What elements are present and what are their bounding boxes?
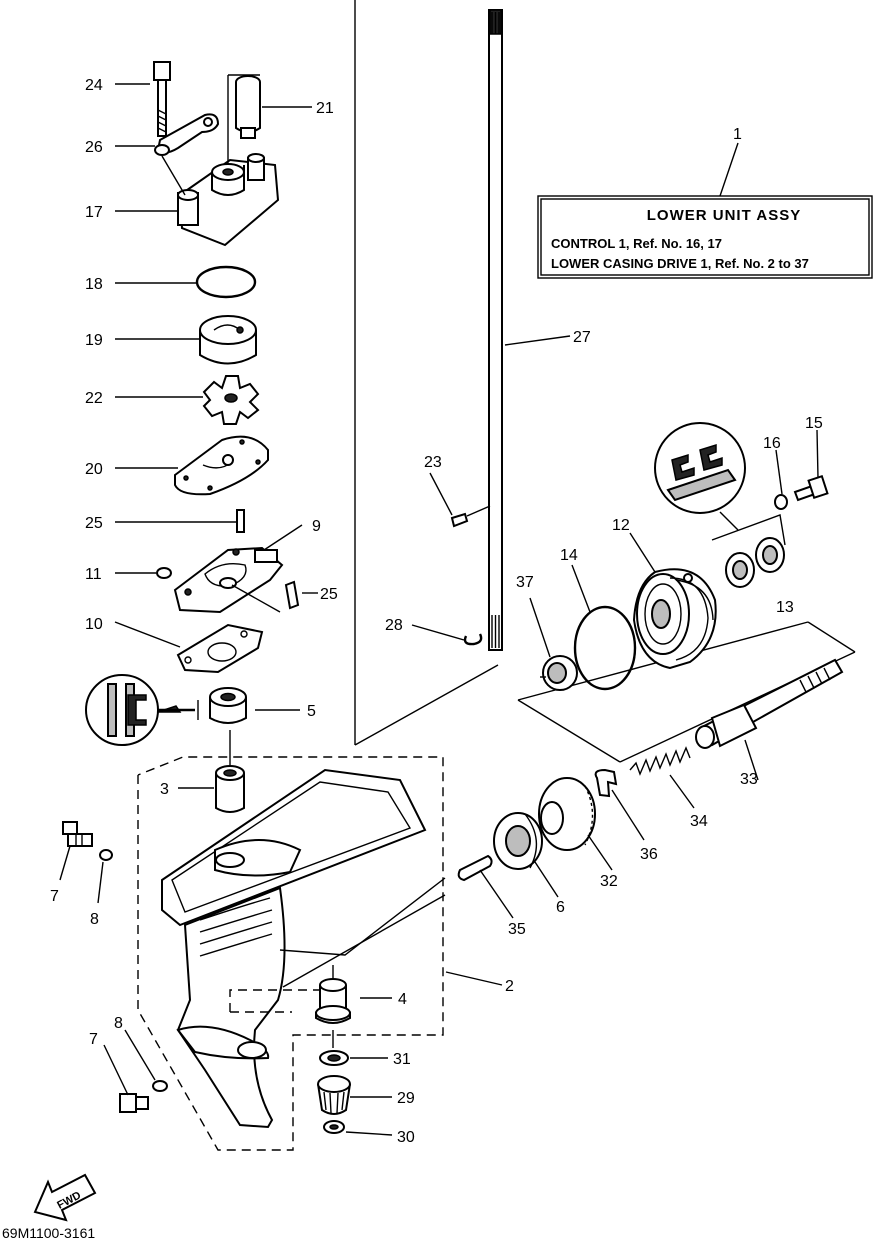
diagram-code: 69M1100-3161 (2, 1225, 95, 1241)
assy-box-title: LOWER UNIT ASSY (647, 207, 801, 224)
detail-inset-bearing (85, 674, 195, 746)
detail-inset-seal (654, 422, 746, 531)
label-23: 23 (424, 454, 442, 471)
bolt (153, 61, 171, 137)
prop-shaft-housing (632, 568, 717, 670)
label-16: 16 (763, 435, 781, 452)
washer-16 (774, 494, 788, 510)
bolt-15 (793, 475, 829, 502)
label-14: 14 (560, 547, 578, 564)
pump-base (173, 546, 284, 614)
propeller-shaft (695, 658, 844, 749)
pinion-gear (317, 1075, 351, 1115)
assy-info-box: LOWER UNIT ASSY CONTROL 1, Ref. No. 16, … (537, 142, 873, 279)
label-31: 31 (393, 1051, 411, 1068)
label-25-left: 25 (85, 515, 103, 532)
washer-8-lower (152, 1080, 168, 1092)
label-15: 15 (805, 415, 823, 432)
o-ring-11 (156, 567, 172, 579)
o-ring-14 (573, 605, 637, 691)
label-26: 26 (85, 139, 103, 156)
retaining-plate (154, 113, 220, 156)
o-ring-18 (195, 265, 257, 299)
boundary-lines (354, 0, 856, 763)
label-19: 19 (85, 332, 103, 349)
label-1: 1 (733, 126, 742, 143)
assy-box-line-2: LOWER CASING DRIVE 1, Ref. No. 2 to 37 (551, 256, 809, 271)
shim-31 (319, 1050, 349, 1066)
label-35: 35 (508, 921, 526, 938)
outer-plate (174, 435, 269, 496)
callout-numbers: 1 2 3 4 5 6 7 7 8 8 9 10 11 12 13 14 15 … (50, 77, 823, 1146)
forward-gear (538, 777, 596, 851)
label-18: 18 (85, 276, 103, 293)
water-tube (235, 75, 261, 139)
pump-housing (161, 74, 280, 247)
fwd-arrow-icon: FWD (33, 1173, 97, 1222)
bearing-6 (493, 812, 543, 870)
lower-casing-outline (137, 756, 444, 1151)
label-20: 20 (85, 461, 103, 478)
label-32: 32 (600, 873, 618, 890)
label-5: 5 (307, 703, 316, 720)
pin-35 (457, 854, 493, 882)
bearing-5 (197, 687, 247, 724)
label-6: 6 (556, 899, 565, 916)
label-7-upper: 7 (50, 888, 59, 905)
label-21: 21 (316, 100, 334, 117)
label-22: 22 (85, 390, 103, 407)
bushing-4 (315, 965, 351, 1048)
label-24: 24 (85, 77, 103, 94)
spring-34 (629, 746, 691, 776)
label-11: 11 (85, 566, 102, 583)
bushing-3 (215, 730, 245, 813)
label-7-lower: 7 (89, 1031, 98, 1048)
dowel-pin-right (284, 580, 300, 610)
impeller (202, 375, 260, 425)
nut-30 (323, 1120, 345, 1134)
label-36: 36 (640, 846, 658, 863)
label-37: 37 (516, 574, 534, 591)
label-25-right: 25 (320, 586, 338, 603)
label-12: 12 (612, 517, 630, 534)
label-29: 29 (397, 1090, 415, 1107)
label-27: 27 (573, 329, 591, 346)
label-8-lower: 8 (114, 1015, 123, 1032)
label-9: 9 (312, 518, 321, 535)
assy-box-line-1: CONTROL 1, Ref. No. 16, 17 (551, 236, 722, 251)
washer-8-upper (99, 849, 113, 861)
label-8-upper: 8 (90, 911, 99, 928)
leader-lines (59, 83, 819, 1136)
gasket (176, 623, 264, 674)
circlip-28 (463, 633, 483, 646)
screw-7-lower (119, 1093, 149, 1113)
screw-7-upper (62, 821, 93, 847)
pin-23 (450, 505, 491, 528)
label-3: 3 (160, 781, 169, 798)
label-2: 2 (505, 978, 514, 995)
label-33: 33 (740, 771, 758, 788)
label-34: 34 (690, 813, 708, 830)
bearing-13 (711, 514, 786, 588)
oil-seal-37 (540, 655, 578, 691)
clip-36 (594, 768, 618, 798)
dowel-pin-upper (236, 509, 245, 533)
label-4: 4 (398, 991, 407, 1008)
label-13: 13 (776, 599, 794, 616)
insert-cartridge (199, 315, 257, 365)
lower-casing (161, 768, 446, 1129)
label-17: 17 (85, 204, 103, 221)
label-30: 30 (397, 1129, 415, 1146)
drive-shaft (488, 9, 503, 651)
label-10: 10 (85, 616, 103, 633)
label-28: 28 (385, 617, 403, 634)
